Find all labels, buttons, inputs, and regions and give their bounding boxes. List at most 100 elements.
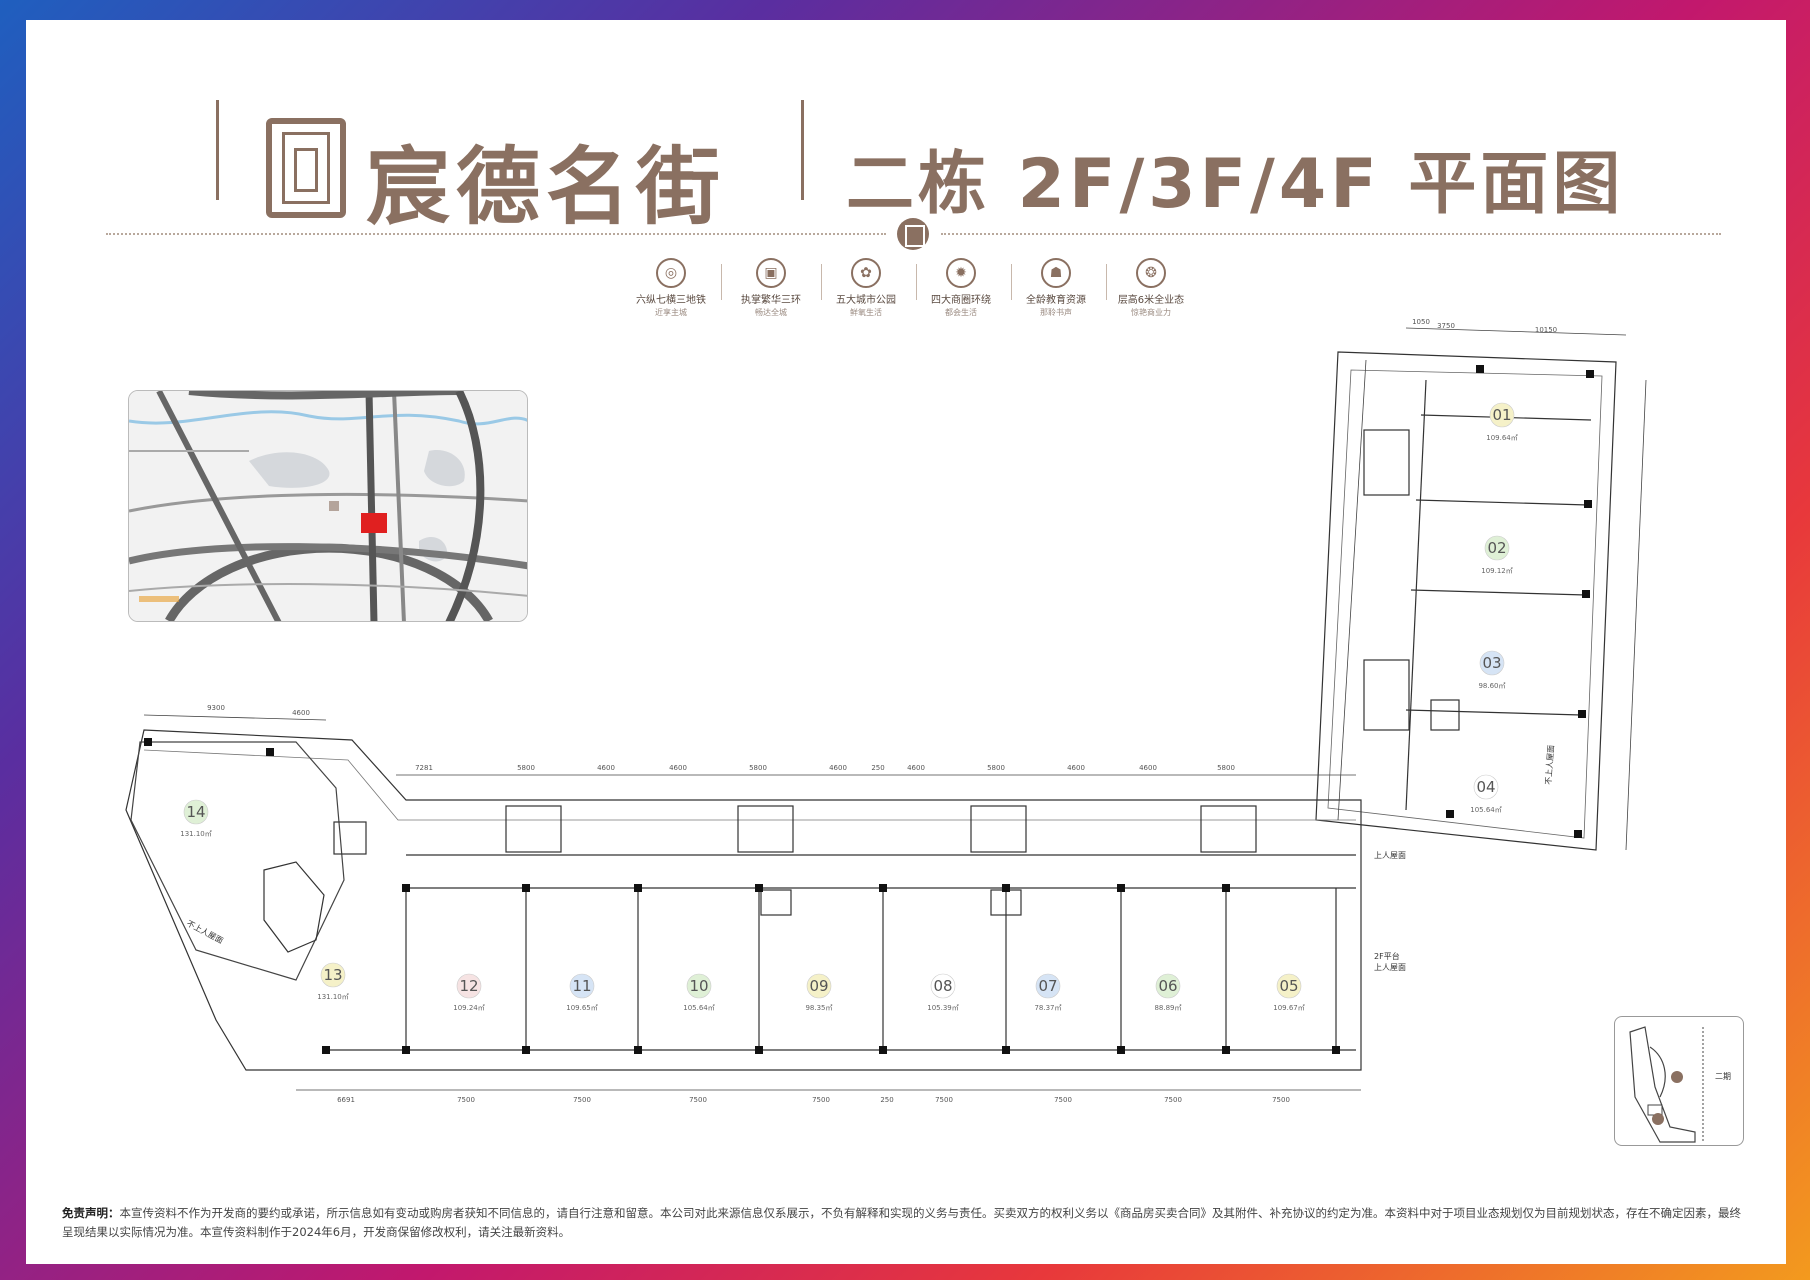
unit-number: 12 bbox=[459, 977, 478, 995]
unit-badge[interactable] bbox=[930, 973, 956, 999]
unit-badge[interactable] bbox=[1479, 650, 1505, 676]
site-key-map-graphic: 二期 bbox=[1629, 1026, 1731, 1143]
unit-number: 04 bbox=[1476, 778, 1495, 796]
dim-label: 4600 bbox=[597, 764, 615, 772]
unit-area: 78.37㎡ bbox=[1034, 1004, 1061, 1012]
dim-label: 7500 bbox=[573, 1096, 591, 1104]
dim-label: 4600 bbox=[907, 764, 925, 772]
dim-label: 10150 bbox=[1535, 326, 1557, 334]
dim-label: 7500 bbox=[1272, 1096, 1290, 1104]
feature-main: 全龄教育资源 bbox=[1026, 295, 1086, 306]
plan-title: 二栋 2F/3F/4F 平面图 bbox=[846, 145, 1625, 224]
unit-area: 98.60㎡ bbox=[1478, 682, 1505, 690]
feature-sub: 惊艳商业力 bbox=[1131, 308, 1171, 317]
dim-label: 250 bbox=[871, 764, 884, 772]
unit-number: 02 bbox=[1487, 539, 1506, 557]
unit-badge[interactable] bbox=[806, 973, 832, 999]
dim-label: 250 bbox=[880, 1096, 893, 1104]
unit-number: 05 bbox=[1279, 977, 1298, 995]
dim-label: 4600 bbox=[669, 764, 687, 772]
roof-access-note: 上人屋面 bbox=[1374, 851, 1406, 860]
location-map bbox=[128, 390, 528, 622]
feature-main: 六纵七横三地铁 bbox=[636, 295, 706, 306]
unit-area: 105.64㎡ bbox=[683, 1004, 715, 1012]
unit-number: 01 bbox=[1492, 406, 1511, 424]
dim-label: 4600 bbox=[1139, 764, 1157, 772]
unit-number: 08 bbox=[933, 977, 952, 995]
unit-number: 09 bbox=[809, 977, 828, 995]
feature-separator bbox=[1011, 264, 1012, 300]
main-block-outline bbox=[125, 729, 1362, 1071]
feature-sub: 鲜氧生活 bbox=[850, 308, 882, 317]
dim-label: 3750 bbox=[1437, 322, 1455, 330]
feature-item: ◎ 六纵七横三地铁 近享主城 bbox=[626, 258, 716, 318]
unit-badge[interactable] bbox=[1035, 973, 1061, 999]
unit-badge[interactable] bbox=[456, 973, 482, 999]
unit-badge[interactable] bbox=[569, 973, 595, 999]
feature-separator bbox=[1106, 264, 1107, 300]
unit-badge[interactable] bbox=[183, 799, 209, 825]
unit-area: 88.89㎡ bbox=[1154, 1004, 1181, 1012]
brand-title: 宸德名街 bbox=[366, 137, 727, 236]
unit-badge[interactable] bbox=[1276, 973, 1302, 999]
feature-separator bbox=[721, 264, 722, 300]
unit-area: 109.65㎡ bbox=[566, 1004, 598, 1012]
brand-mark-icon bbox=[897, 218, 929, 250]
unit-number: 10 bbox=[689, 977, 708, 995]
dim-label: 5800 bbox=[749, 764, 767, 772]
dim-label: 4600 bbox=[292, 709, 310, 717]
feature-separator bbox=[821, 264, 822, 300]
unit-area: 105.64㎡ bbox=[1470, 806, 1502, 814]
unit-area: 109.64㎡ bbox=[1486, 434, 1518, 442]
roof-note: 不上人屋面 bbox=[185, 919, 225, 946]
unit-badge[interactable] bbox=[320, 962, 346, 988]
unit-area: 109.24㎡ bbox=[453, 1004, 485, 1012]
platform-note: 2F平台 bbox=[1374, 951, 1400, 961]
poster: 宸德名街 二栋 2F/3F/4F 平面图 ◎ 六纵七横三地铁 近享主城 ▣ 执掌… bbox=[26, 20, 1786, 1264]
unit-number: 06 bbox=[1158, 977, 1177, 995]
feature-separator bbox=[916, 264, 917, 300]
dim-label: 4600 bbox=[829, 764, 847, 772]
dim-label: 1050 bbox=[1412, 318, 1430, 326]
unit-area: 131.10㎡ bbox=[180, 830, 212, 838]
unit-badge[interactable] bbox=[1473, 774, 1499, 800]
unit-badge[interactable] bbox=[1489, 402, 1515, 428]
feature-sub: 畅达全城 bbox=[755, 308, 787, 317]
business-icon: ✹ bbox=[946, 258, 976, 288]
feature-item: ☗ 全龄教育资源 那聆书声 bbox=[1011, 258, 1101, 318]
brand-logo-icon bbox=[266, 118, 346, 218]
feature-sub: 那聆书声 bbox=[1040, 308, 1072, 317]
dim-label: 7500 bbox=[812, 1096, 830, 1104]
unit-number: 14 bbox=[186, 803, 205, 821]
feature-main: 五大城市公园 bbox=[836, 295, 896, 306]
dim-label: 7281 bbox=[415, 764, 433, 772]
disclaimer: 免责声明：本宣传资料不作为开发商的要约或承诺，所示信息如有变动或购房者获知不同信… bbox=[62, 1204, 1752, 1242]
key-map-label: 二期 bbox=[1715, 1072, 1731, 1081]
dim-label: 7500 bbox=[689, 1096, 707, 1104]
dotted-line-left bbox=[106, 233, 886, 235]
unit-area: 109.12㎡ bbox=[1481, 567, 1513, 575]
train-icon: ▣ bbox=[756, 258, 786, 288]
feature-sub: 近享主城 bbox=[655, 308, 687, 317]
feature-main: 层高6米全业态 bbox=[1117, 295, 1185, 306]
dim-label: 7500 bbox=[457, 1096, 475, 1104]
feature-main: 四大商圈环绕 bbox=[931, 295, 991, 306]
unit-number: 07 bbox=[1038, 977, 1057, 995]
park-icon: ✿ bbox=[851, 258, 881, 288]
unit-badge[interactable] bbox=[1484, 535, 1510, 561]
dotted-line-right bbox=[941, 233, 1721, 235]
dim-label: 6691 bbox=[337, 1096, 355, 1104]
dim-label: 5800 bbox=[517, 764, 535, 772]
unit-number: 13 bbox=[323, 966, 342, 984]
feature-main: 执掌繁华三环 bbox=[741, 295, 801, 306]
unit-badge[interactable] bbox=[686, 973, 712, 999]
feature-item: ❂ 层高6米全业态 惊艳商业力 bbox=[1106, 258, 1196, 318]
dim-label: 7500 bbox=[1054, 1096, 1072, 1104]
feature-item: ✿ 五大城市公园 鲜氧生活 bbox=[821, 258, 911, 318]
dim-label: 7500 bbox=[1164, 1096, 1182, 1104]
unit-area: 131.10㎡ bbox=[317, 993, 349, 1001]
unit-badge[interactable] bbox=[1155, 973, 1181, 999]
unit-number: 03 bbox=[1482, 654, 1501, 672]
dim-label: 9300 bbox=[207, 704, 225, 712]
disclaimer-label: 免责声明： bbox=[62, 1206, 120, 1220]
